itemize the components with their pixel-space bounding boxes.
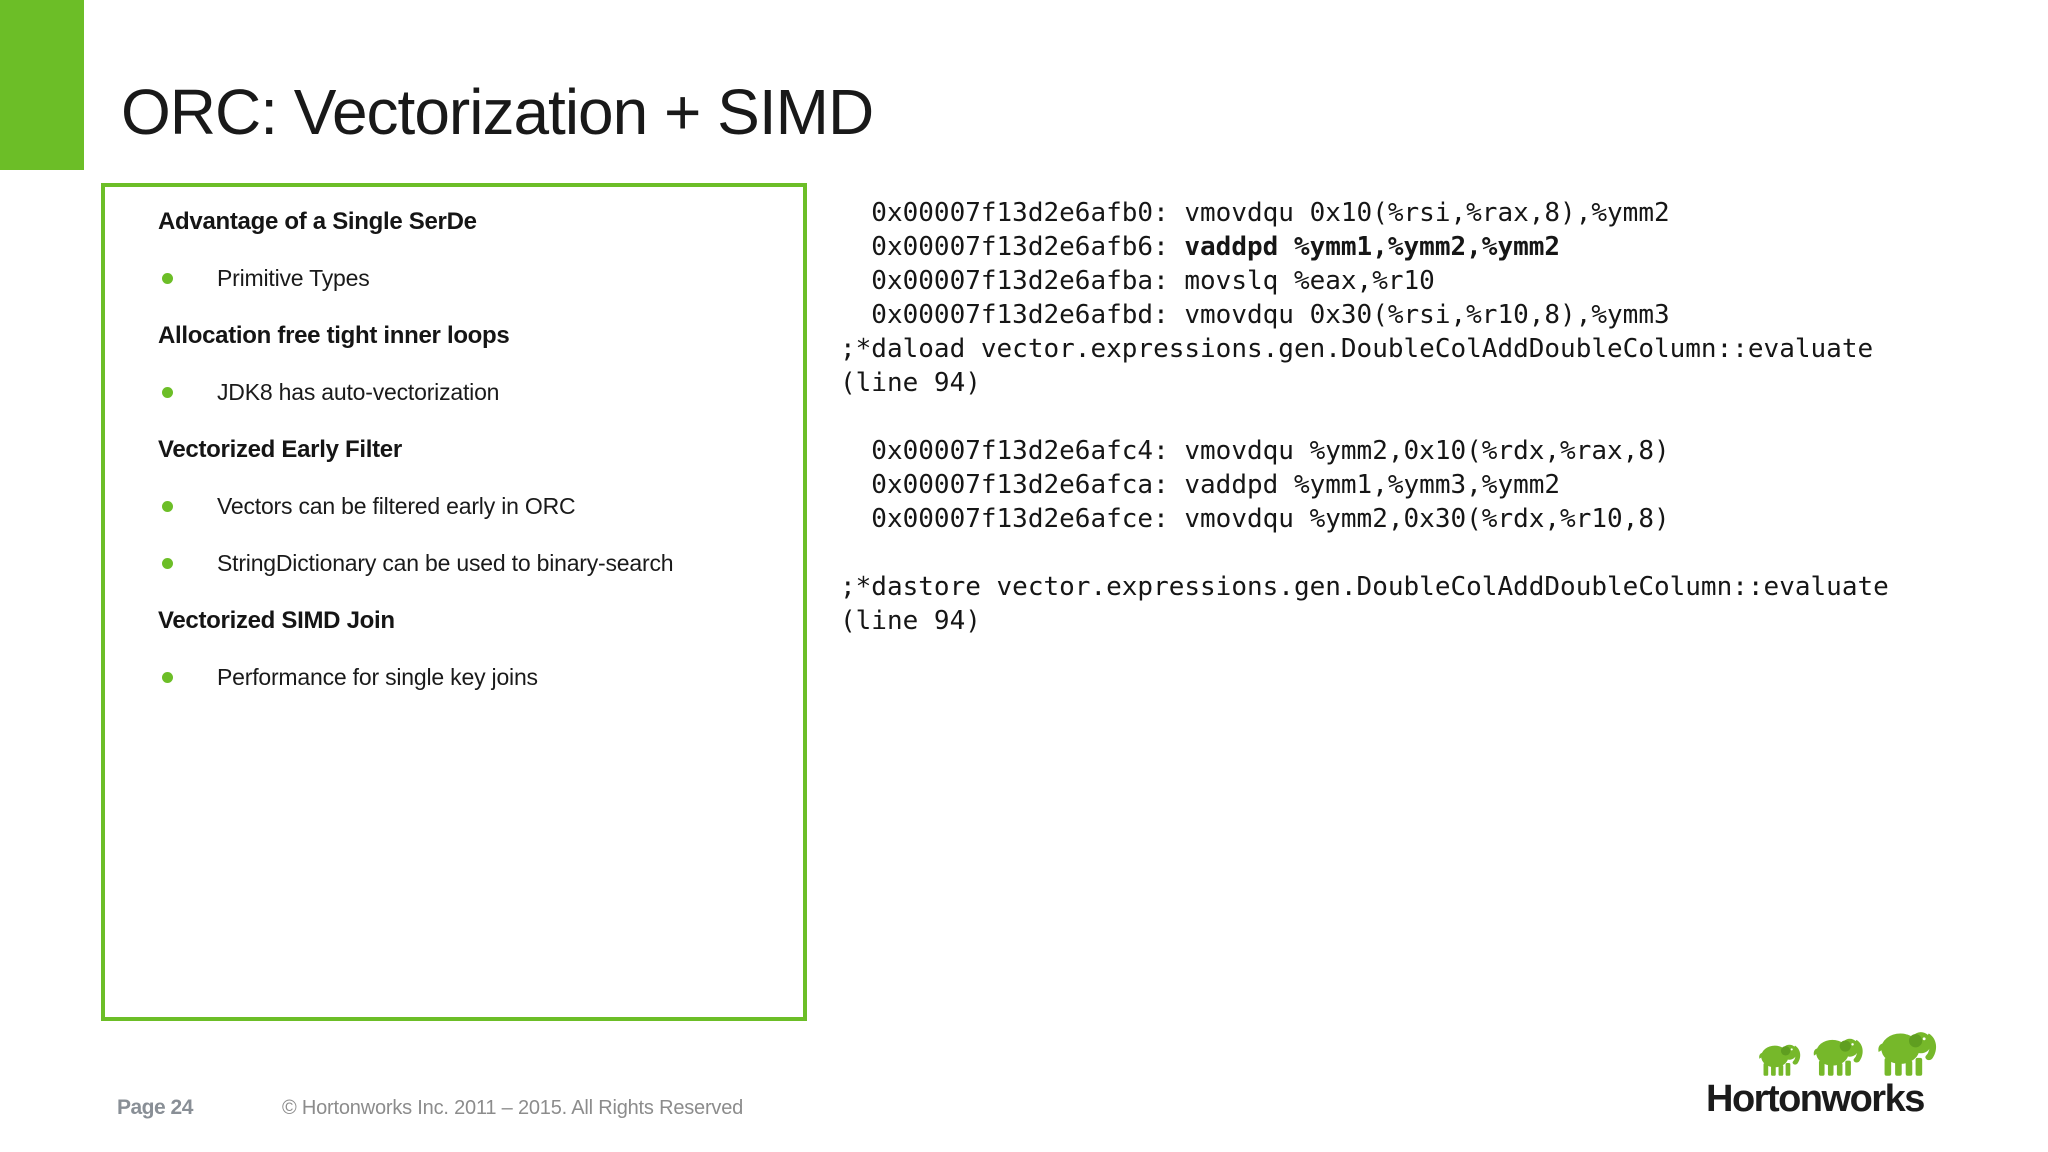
- section-heading-text: Vectorized SIMD Join: [158, 606, 395, 634]
- section-heading-text: Advantage of a Single SerDe: [158, 207, 477, 235]
- copyright-text: © Hortonworks Inc. 2011 – 2015. All Righ…: [282, 1097, 744, 1119]
- code-line: (line 94): [840, 604, 1889, 638]
- accent-bar: [0, 0, 84, 170]
- code-line-text: 0x00007f13d2e6afb0: vmovdqu 0x10(%rsi,%r…: [840, 198, 1670, 228]
- code-line: 0x00007f13d2e6afc4: vmovdqu %ymm2,0x10(%…: [840, 434, 1889, 468]
- bullet-text: JDK8 has auto-vectorization: [217, 379, 500, 405]
- code-line: (line 94): [840, 366, 1889, 400]
- code-line-text: 0x00007f13d2e6afce: vmovdqu %ymm2,0x30(%…: [840, 504, 1670, 534]
- page-title: ORC: Vectorization + SIMD: [121, 75, 874, 148]
- bullet-text: Performance for single key joins: [217, 664, 538, 690]
- code-line: 0x00007f13d2e6afbd: vmovdqu 0x30(%rsi,%r…: [840, 298, 1889, 332]
- list-item: JDK8 has auto-vectorization: [105, 364, 803, 421]
- code-line-text: 0x00007f13d2e6afca: vaddpd %ymm1,%ymm3,%…: [840, 470, 1561, 500]
- content-panel: Advantage of a Single SerDe Primitive Ty…: [101, 183, 807, 1021]
- section-heading-text: Allocation free tight inner loops: [158, 321, 510, 349]
- code-line-text: (line 94): [840, 368, 981, 398]
- code-line-bold-text: vaddpd %ymm1,%ymm2,%ymm2: [1184, 232, 1561, 262]
- bullet-dot-icon: [162, 672, 173, 683]
- bullet-text: StringDictionary can be used to binary-s…: [217, 550, 674, 576]
- code-line: 0x00007f13d2e6afce: vmovdqu %ymm2,0x30(%…: [840, 502, 1889, 536]
- elephants-icon: [1759, 1032, 1937, 1076]
- section-heading: Advantage of a Single SerDe: [105, 193, 803, 250]
- code-line: ;*dastore vector.expressions.gen.DoubleC…: [840, 570, 1889, 604]
- section-heading: Allocation free tight inner loops: [105, 307, 803, 364]
- code-line: 0x00007f13d2e6afca: vaddpd %ymm1,%ymm3,%…: [840, 468, 1889, 502]
- code-line-text: ;*daload vector.expressions.gen.DoubleCo…: [840, 334, 1874, 364]
- list-item: Primitive Types: [105, 250, 803, 307]
- code-line: ;*daload vector.expressions.gen.DoubleCo…: [840, 332, 1889, 366]
- section-heading: Vectorized Early Filter: [105, 421, 803, 478]
- code-line-text: ;*dastore vector.expressions.gen.DoubleC…: [840, 572, 1889, 602]
- code-line: 0x00007f13d2e6afb0: vmovdqu 0x10(%rsi,%r…: [840, 196, 1889, 230]
- bullet-dot-icon: [162, 387, 173, 398]
- bullet-dot-icon: [162, 558, 173, 569]
- code-line-text: 0x00007f13d2e6afb6:: [840, 232, 1185, 262]
- section-heading: Vectorized SIMD Join: [105, 592, 803, 649]
- content-panel-inner: Advantage of a Single SerDe Primitive Ty…: [105, 187, 803, 706]
- list-item: Performance for single key joins: [105, 649, 803, 706]
- logo-text: Hortonworks: [1706, 1078, 1925, 1120]
- bullet-text: Primitive Types: [217, 265, 370, 291]
- code-line-text: 0x00007f13d2e6afba: movslq %eax,%r10: [840, 266, 1435, 296]
- bullet-dot-icon: [162, 501, 173, 512]
- code-line-text: 0x00007f13d2e6afc4: vmovdqu %ymm2,0x10(%…: [840, 436, 1670, 466]
- code-line-text: (line 94): [840, 606, 981, 636]
- code-line-blank: [840, 536, 1889, 570]
- code-line-blank: [840, 400, 1889, 434]
- code-block: 0x00007f13d2e6afb0: vmovdqu 0x10(%rsi,%r…: [840, 196, 1889, 638]
- code-line: 0x00007f13d2e6afba: movslq %eax,%r10: [840, 264, 1889, 298]
- bullet-dot-icon: [162, 273, 173, 284]
- page-number: Page 24: [117, 1096, 193, 1119]
- section-heading-text: Vectorized Early Filter: [158, 435, 402, 463]
- bullet-text: Vectors can be filtered early in ORC: [217, 493, 576, 519]
- list-item: Vectors can be filtered early in ORC: [105, 478, 803, 535]
- code-line: 0x00007f13d2e6afb6: vaddpd %ymm1,%ymm2,%…: [840, 230, 1889, 264]
- code-line-text: 0x00007f13d2e6afbd: vmovdqu 0x30(%rsi,%r…: [840, 300, 1670, 330]
- list-item: StringDictionary can be used to binary-s…: [105, 535, 803, 592]
- hortonworks-logo: Hortonworks: [1706, 1016, 1946, 1118]
